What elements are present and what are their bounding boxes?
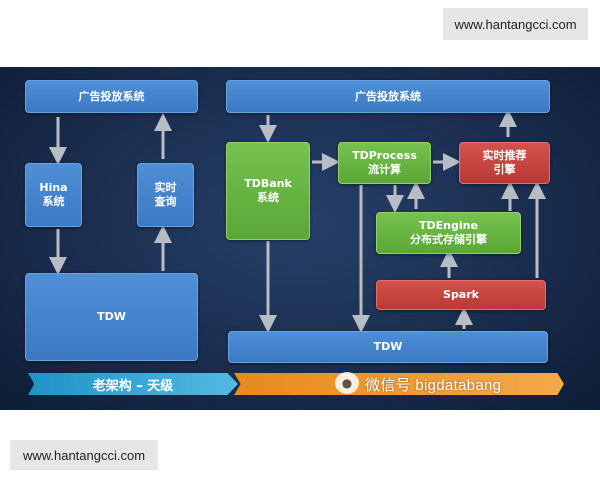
watermark-bottom: www.hantangcci.com: [10, 440, 158, 470]
old-architecture-banner: 老架构 – 天级: [28, 373, 238, 395]
realtime-recommend-box: 实时推荐 引擎: [459, 142, 550, 184]
old-architecture-banner-label: 老架构 – 天级: [92, 378, 174, 394]
spark-label: Spark: [443, 288, 479, 301]
old-ad-system-label: 广告投放系统: [78, 89, 145, 103]
new-architecture-banner: [234, 373, 564, 395]
new-ad-system-box: 广告投放系统: [226, 80, 550, 113]
new-tdw-box: TDW: [228, 331, 548, 363]
realtime-query-box: 实时 查询: [137, 163, 194, 227]
tdprocess-label: TDProcess 流计算: [352, 149, 417, 176]
old-tdw-box: TDW: [25, 273, 198, 361]
realtime-query-label: 实时 查询: [154, 181, 177, 208]
wechat-icon: ●: [335, 372, 359, 394]
realtime-recommend-label: 实时推荐 引擎: [482, 149, 527, 176]
hina-system-box: Hina 系统: [25, 163, 82, 227]
old-tdw-label: TDW: [97, 310, 126, 323]
new-ad-system-label: 广告投放系统: [355, 89, 421, 103]
hina-system-label: Hina 系统: [39, 181, 68, 208]
tdbank-box: TDBank 系统: [226, 142, 310, 240]
architecture-diagram: 广告投放系统 Hina 系统 实时 查询 TDW 广告投放系统 TDBank 系…: [0, 67, 600, 410]
tdprocess-box: TDProcess 流计算: [338, 142, 431, 184]
tdengine-box: TDEngine 分布式存储引擎: [376, 212, 521, 254]
tdengine-label: TDEngine 分布式存储引擎: [410, 219, 487, 246]
arrow-layer: [49, 109, 546, 333]
spark-box: Spark: [376, 280, 546, 310]
new-tdw-label: TDW: [373, 340, 403, 353]
tdbank-label: TDBank 系统: [244, 177, 292, 204]
old-ad-system-box: 广告投放系统: [25, 80, 198, 113]
wechat-id-text: 微信号 bigdatabang: [365, 376, 502, 394]
watermark-top: www.hantangcci.com: [443, 8, 588, 40]
